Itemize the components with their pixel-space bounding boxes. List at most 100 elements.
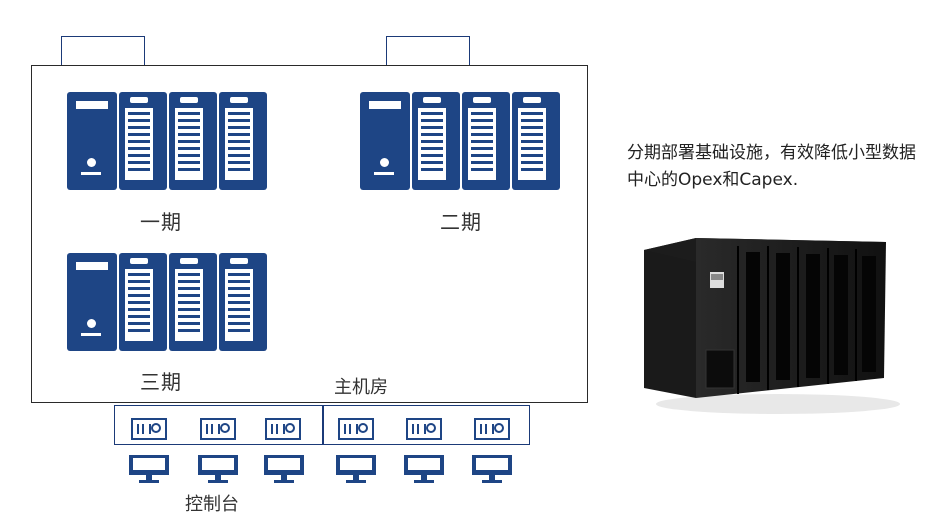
grill-line	[228, 147, 250, 150]
grill-line	[521, 119, 543, 122]
grill-line	[128, 280, 150, 283]
grill-line	[228, 329, 250, 332]
server-tower-icon	[67, 92, 117, 190]
phase1-label: 一期	[140, 210, 182, 234]
phase2-label: 二期	[440, 210, 482, 234]
grill-line	[228, 112, 250, 115]
grill-line	[128, 147, 150, 150]
server-rack-icon	[219, 92, 267, 190]
monitor-icon	[336, 455, 376, 485]
grill-line	[521, 147, 543, 150]
grill-line	[178, 168, 200, 171]
grill-line	[421, 140, 443, 143]
server-rack-icon	[119, 253, 167, 351]
server-rack-icon	[119, 92, 167, 190]
grill-line	[128, 168, 150, 171]
grill-line	[128, 308, 150, 311]
grill-line	[178, 329, 200, 332]
grill-line	[421, 119, 443, 122]
grill-line	[228, 126, 250, 129]
grill-line	[128, 329, 150, 332]
grill-line	[228, 168, 250, 171]
grill-line	[521, 161, 543, 164]
grill-line	[178, 133, 200, 136]
grill-line	[228, 133, 250, 136]
grill-line	[421, 112, 443, 115]
console-label: 控制台	[185, 494, 239, 515]
server-rack-icon	[462, 92, 510, 190]
grill-line	[521, 133, 543, 136]
server-tower-icon	[360, 92, 410, 190]
phase1-tab	[61, 36, 145, 66]
monitor-icon	[472, 455, 512, 485]
modular-data-center-cabinet-image	[644, 238, 900, 414]
projector-icon	[131, 418, 167, 440]
grill-line	[178, 301, 200, 304]
grill-line	[228, 287, 250, 290]
grill-line	[228, 280, 250, 283]
grill-line	[228, 301, 250, 304]
grill-line	[128, 140, 150, 143]
grill-line	[178, 147, 200, 150]
grill-line	[178, 273, 200, 276]
main-room-label: 主机房	[334, 377, 388, 398]
grill-line	[228, 119, 250, 122]
grill-line	[178, 154, 200, 157]
grill-line	[471, 119, 493, 122]
main-room-frame	[31, 65, 588, 403]
grill-line	[178, 294, 200, 297]
projector-icon	[474, 418, 510, 440]
monitor-icon	[198, 455, 238, 485]
grill-line	[128, 133, 150, 136]
projector-icon	[338, 418, 374, 440]
grill-line	[521, 154, 543, 157]
grill-line	[128, 287, 150, 290]
grill-line	[228, 161, 250, 164]
grill-line	[228, 140, 250, 143]
phase2-tab	[386, 36, 470, 66]
grill-line	[421, 147, 443, 150]
monitor-icon	[264, 455, 304, 485]
grill-line	[178, 126, 200, 129]
grill-line	[128, 294, 150, 297]
grill-line	[178, 119, 200, 122]
grill-line	[471, 168, 493, 171]
grill-line	[128, 273, 150, 276]
grill-line	[228, 154, 250, 157]
phase3-label: 三期	[140, 370, 182, 394]
grill-line	[521, 126, 543, 129]
grill-line	[421, 154, 443, 157]
bracket-divider	[322, 405, 324, 445]
grill-line	[521, 112, 543, 115]
grill-line	[421, 168, 443, 171]
grill-line	[128, 154, 150, 157]
grill-line	[178, 287, 200, 290]
grill-line	[178, 308, 200, 311]
grill-line	[421, 133, 443, 136]
server-tower-icon	[67, 253, 117, 351]
grill-line	[471, 154, 493, 157]
grill-line	[471, 147, 493, 150]
grill-line	[128, 315, 150, 318]
description-text: 分期部署基础设施，有效降低小型数据中心的Opex和Capex.	[627, 143, 916, 190]
grill-line	[521, 140, 543, 143]
grill-line	[178, 315, 200, 318]
projector-icon	[406, 418, 442, 440]
grill-line	[228, 273, 250, 276]
server-rack-icon	[169, 253, 217, 351]
projector-icon	[265, 418, 301, 440]
grill-line	[471, 112, 493, 115]
grill-line	[228, 308, 250, 311]
grill-line	[421, 126, 443, 129]
grill-line	[128, 112, 150, 115]
grill-line	[421, 161, 443, 164]
grill-line	[471, 126, 493, 129]
server-rack-icon	[219, 253, 267, 351]
grill-line	[128, 161, 150, 164]
grill-line	[471, 161, 493, 164]
grill-line	[228, 322, 250, 325]
grill-line	[178, 112, 200, 115]
server-rack-icon	[169, 92, 217, 190]
grill-line	[521, 168, 543, 171]
grill-line	[178, 161, 200, 164]
